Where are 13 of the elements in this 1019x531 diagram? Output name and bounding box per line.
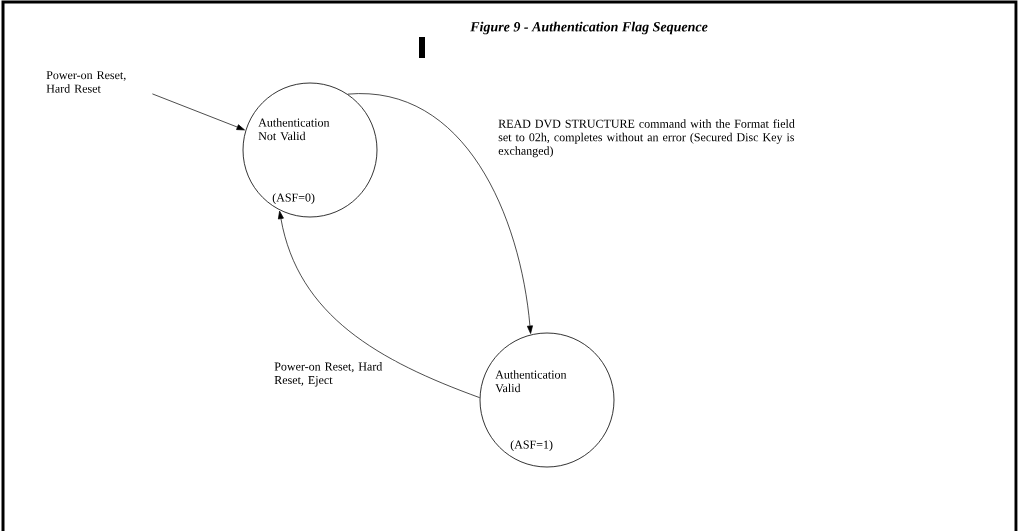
state-circle — [242, 82, 378, 218]
state-circle — [479, 332, 615, 468]
state-label: Authentication Valid — [495, 370, 567, 393]
arrow — [152, 93, 245, 131]
state-label: Authentication Not Valid — [258, 118, 330, 141]
state-label: (ASF=0) — [272, 193, 315, 205]
edge-label: Power-on Reset, Hard Reset, Eject — [273, 361, 396, 388]
title: Figure 9 - Authentication Flag Sequence — [470, 21, 708, 35]
state-label: (ASF=1) — [510, 440, 553, 452]
edge-label: READ DVD STRUCTURE command with the Format field set to 02h, completes without an error (Secured Disc Key is exchanged) — [497, 118, 800, 159]
arrow — [347, 93, 533, 334]
arrow — [278, 210, 480, 398]
trigger-text: Power-on Reset, Hard Reset — [46, 71, 126, 93]
